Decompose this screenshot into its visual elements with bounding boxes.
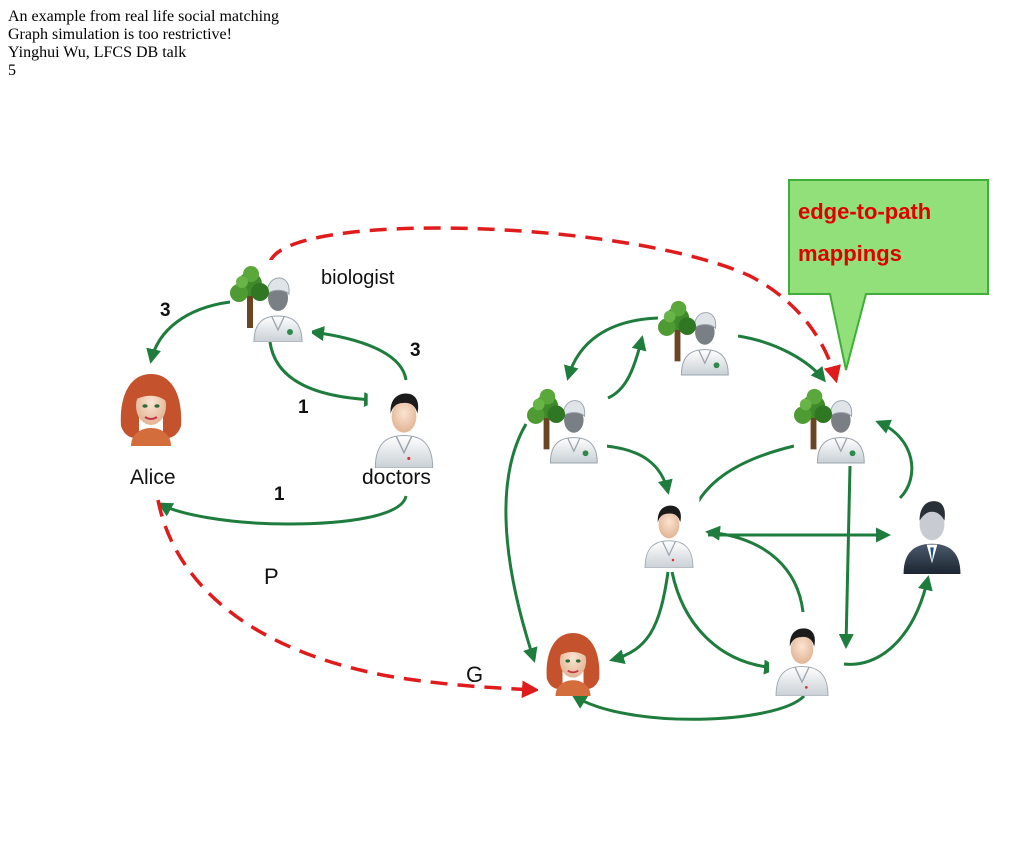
graph-edge	[504, 423, 538, 663]
graph-edge	[607, 335, 647, 400]
edge-doctors-to-biologist	[309, 326, 408, 381]
graph-label: G	[466, 662, 483, 687]
graph-edge	[737, 334, 826, 383]
edge-biologist-to-doctors	[268, 341, 379, 408]
edge-weight-bio-doc: 1	[298, 397, 309, 418]
doctor-icon	[637, 496, 701, 568]
edge-weight-doc-alice: 1	[274, 484, 285, 505]
graph-edge	[843, 575, 933, 666]
biologist-icon	[527, 382, 607, 464]
female-user-icon	[111, 366, 191, 446]
labels: biologist Alice doctors 3 3 1 1 P G	[130, 267, 483, 687]
matching-diagram: edge-to-path mappings biologist Alice do…	[111, 179, 989, 721]
edge-doctors-to-alice	[157, 495, 408, 526]
pattern-nodes	[111, 260, 442, 468]
graph-edge	[571, 694, 806, 721]
slide-paper: An example from real life social matchin…	[8, 8, 1016, 80]
biologist-icon	[658, 294, 738, 376]
biologist-icon	[794, 382, 874, 464]
graph-edge	[670, 571, 779, 675]
pattern-label: P	[264, 564, 279, 589]
alice-label: Alice	[130, 466, 176, 489]
edge-biologist-to-alice	[146, 300, 231, 364]
biologist-label: biologist	[321, 267, 395, 289]
doctor-icon	[366, 382, 442, 468]
callout-box	[788, 179, 989, 371]
mapping-biologist-to-path	[268, 226, 841, 384]
graph-nodes	[527, 294, 961, 696]
page-number: 5	[8, 62, 16, 79]
graph-edge	[875, 419, 914, 500]
graph-edge	[563, 316, 659, 381]
businessman-icon	[903, 501, 961, 574]
doctors-label: doctors	[362, 466, 431, 489]
note-text: Graph simulation is too restrictive!	[8, 26, 232, 43]
graph-edge	[605, 444, 673, 495]
female-user-icon	[538, 626, 608, 696]
edge-weight-doc-bio: 3	[410, 340, 421, 361]
callout-line-2: mappings	[798, 241, 902, 266]
graph-edge	[838, 465, 854, 649]
callout-line-1: edge-to-path	[798, 199, 931, 224]
callout: edge-to-path mappings	[788, 179, 989, 371]
graph-edge	[705, 525, 805, 613]
mapping-arrows	[156, 226, 841, 699]
pattern-edges	[146, 300, 408, 526]
graph-edge	[609, 571, 670, 665]
mapping-alice-to-path	[156, 499, 540, 699]
graph-edge	[683, 444, 795, 529]
graph-edges	[504, 316, 933, 721]
footer-text: Yinghui Wu, LFCS DB talk	[8, 44, 187, 61]
note-banner: Graph simulation is too restrictive!	[8, 26, 1016, 44]
doctor-icon	[768, 618, 836, 696]
slide-title: An example from real life social matchin…	[8, 8, 280, 25]
edge-weight-bio-alice: 3	[160, 300, 171, 321]
biologist-icon	[230, 260, 312, 342]
